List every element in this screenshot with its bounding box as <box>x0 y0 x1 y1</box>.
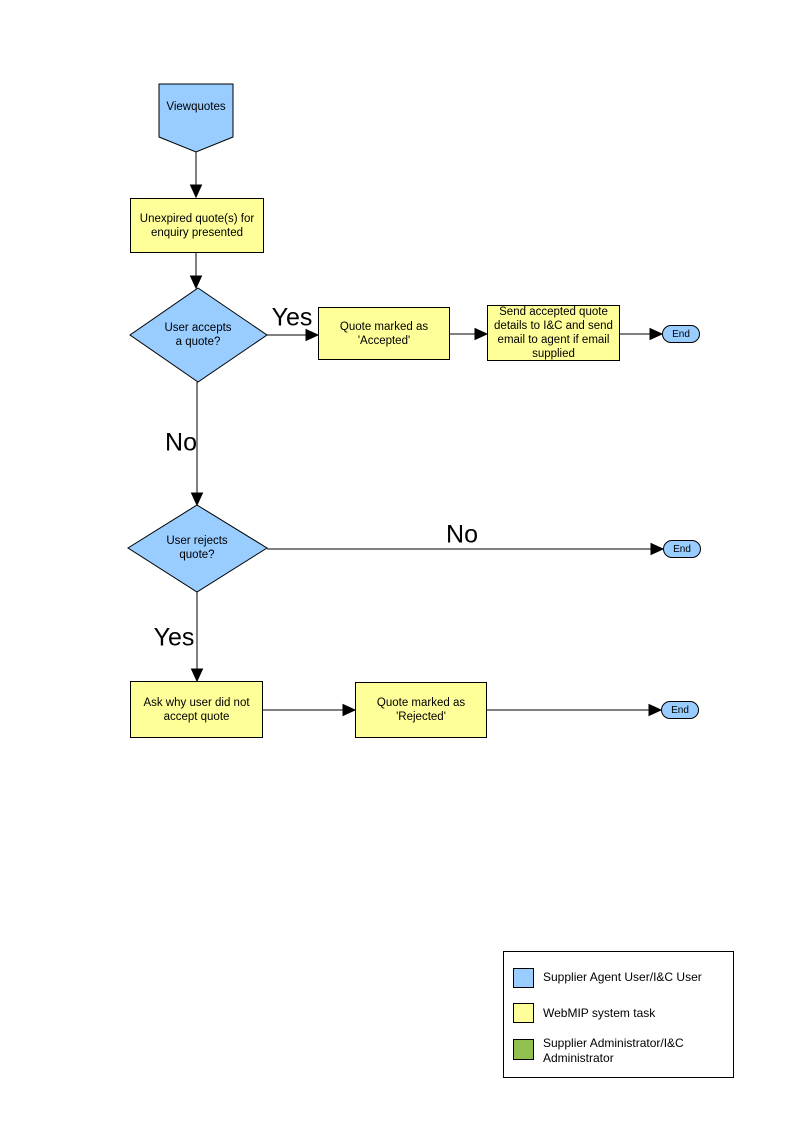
edge-label-reject-yes: Yes <box>153 623 195 652</box>
legend-label-supplier-admin: Supplier Administrator/I&C Administrator <box>543 1036 684 1065</box>
process-ask-why: Ask why user did not accept quote <box>130 681 263 738</box>
end-node-rejected: End <box>661 701 699 719</box>
process-marked-accepted: Quote marked as 'Accepted' <box>318 307 450 360</box>
decision-accepts-label: User accepts a quote? <box>164 322 232 348</box>
legend-box <box>503 951 734 1078</box>
connector-rejected-to-end3 <box>487 703 663 717</box>
legend-label-webmip-task: WebMIP system task <box>543 1006 656 1020</box>
end-node-not-rejected: End <box>663 540 701 558</box>
connector-unexpired-to-accepts <box>189 253 203 290</box>
connector-rejects-no-to-end2 <box>267 542 665 556</box>
decision-accepts-shape <box>129 287 268 383</box>
connector-askwhy-to-rejected <box>263 703 357 717</box>
edge-label-accept-yes: Yes <box>271 303 313 332</box>
edge-label-reject-no: No <box>446 520 478 549</box>
process-unexpired-quotes: Unexpired quote(s) for enquiry presented <box>130 198 264 253</box>
start-node-label: Viewquotes <box>166 101 226 113</box>
legend-swatch-webmip-task <box>513 1003 534 1023</box>
end-node-accepted: End <box>662 325 700 343</box>
process-marked-rejected: Quote marked as 'Rejected' <box>355 682 487 738</box>
process-send-details: Send accepted quote details to I&C and s… <box>487 305 620 361</box>
decision-rejects-label: User rejects quote? <box>166 535 228 561</box>
connector-accepts-no-to-rejects <box>190 382 204 507</box>
connector-rejects-yes-to-askwhy <box>190 592 204 683</box>
connector-accepts-yes-to-accepted <box>267 328 320 342</box>
legend-swatch-supplier-admin <box>513 1039 534 1060</box>
connector-start-to-unexpired <box>189 152 203 199</box>
edge-label-accept-no: No <box>165 428 197 457</box>
start-pentagon-shape <box>158 83 234 153</box>
legend-label-supplier-agent: Supplier Agent User/I&C User <box>543 970 702 984</box>
connector-send-to-end1 <box>620 327 664 341</box>
legend-swatch-supplier-agent <box>513 968 534 988</box>
connector-accepted-to-send <box>450 327 489 341</box>
